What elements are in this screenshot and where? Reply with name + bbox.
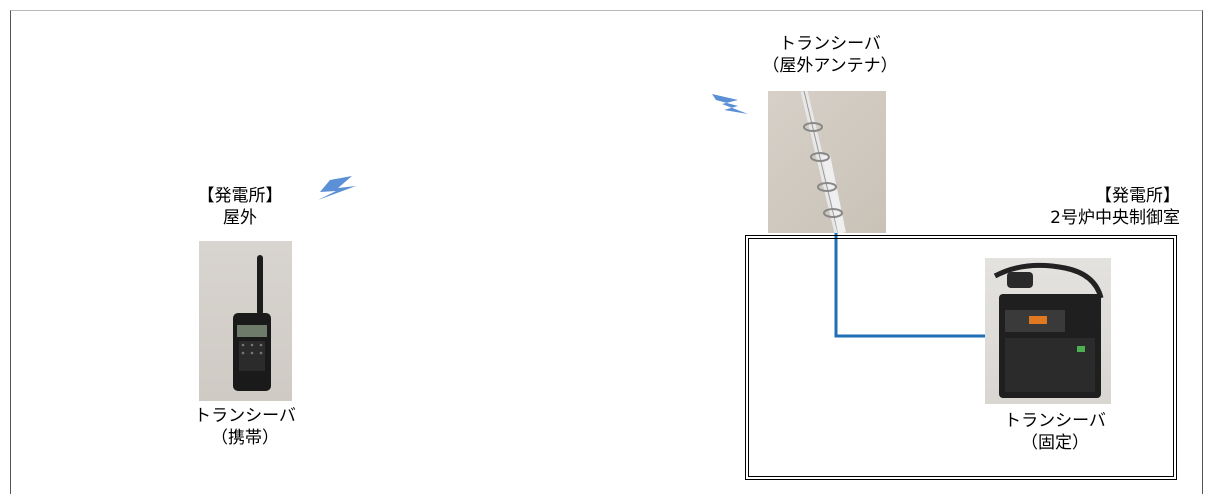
diagram-frame bbox=[10, 10, 1203, 494]
control-room-label: 【発電所】 2号炉中央制御室 bbox=[960, 185, 1180, 229]
antenna-icon bbox=[800, 91, 846, 233]
control-room-box bbox=[745, 235, 1177, 480]
outdoor-location-line2: 屋外 bbox=[223, 208, 257, 228]
radio-wave-icon bbox=[712, 94, 748, 114]
control-room-line2: 2号炉中央制御室 bbox=[1050, 208, 1180, 228]
fixed-transceiver-photo bbox=[985, 258, 1111, 404]
antenna-label-line2: （屋外アンテナ） bbox=[762, 56, 898, 76]
control-room-line1: 【発電所】 bbox=[1095, 186, 1180, 206]
outdoor-location-label: 【発電所】 屋外 bbox=[190, 185, 290, 229]
fixed-transceiver-line1: トランシーバ bbox=[1004, 411, 1106, 431]
antenna-label-line1: トランシーバ bbox=[779, 34, 881, 54]
portable-transceiver-label: トランシーバ （携帯） bbox=[180, 405, 310, 449]
portable-transceiver-line1: トランシーバ bbox=[194, 406, 296, 426]
antenna-label: トランシーバ （屋外アンテナ） bbox=[735, 33, 925, 77]
portable-transceiver-line2: （携帯） bbox=[211, 428, 279, 448]
portable-transceiver-photo bbox=[199, 241, 292, 401]
outdoor-antenna-photo bbox=[768, 91, 886, 233]
base-station-radio-icon bbox=[993, 262, 1104, 398]
fixed-transceiver-line2: （固定） bbox=[1021, 433, 1089, 453]
outdoor-location-line1: 【発電所】 bbox=[197, 186, 283, 206]
antenna-cable bbox=[834, 231, 988, 338]
handheld-radio-icon bbox=[233, 255, 271, 391]
fixed-transceiver-label: トランシーバ （固定） bbox=[990, 410, 1120, 454]
radio-wave-icon bbox=[318, 176, 356, 200]
